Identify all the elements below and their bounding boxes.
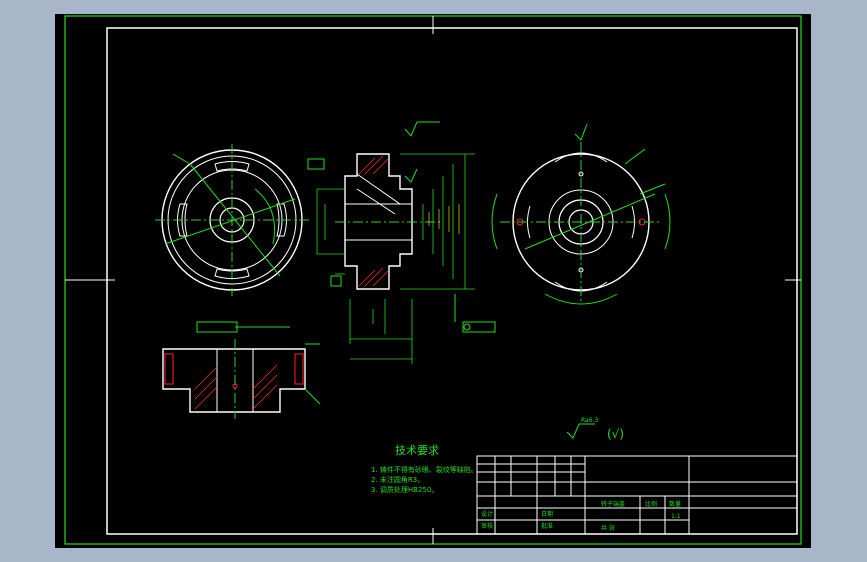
section-view-bottom-left xyxy=(162,321,321,419)
roughness-paren: (√) xyxy=(607,427,624,441)
section-view-center xyxy=(307,121,496,364)
tech-req-title: 技术要求 xyxy=(395,444,439,457)
sheet-frame xyxy=(64,15,802,545)
roughness-note: Ra6.3 (√) xyxy=(566,417,624,441)
drawing-sheet[interactable]: 技术要求 1. 铸件不得有砂眼、裂纹等缺陷。 2. 未注圆角R3。 3. 调质处… xyxy=(55,14,811,548)
designer-label: 设计 xyxy=(481,510,493,518)
checker-label: 审核 xyxy=(481,522,493,530)
front-view-left xyxy=(155,144,309,296)
title-block xyxy=(476,455,798,535)
sheet-label: 共 张 xyxy=(601,524,615,532)
roughness-value: Ra6.3 xyxy=(581,417,598,424)
qty-label: 数量 xyxy=(669,500,681,508)
scale-label: 比例 xyxy=(645,500,657,508)
title-block-text: 转子端盖 比例 1:1 数量 共 张 设计 审核 批准 日期 xyxy=(481,500,681,532)
approver-label: 批准 xyxy=(541,522,553,530)
tech-req-line-3: 3. 调质处理HB250。 xyxy=(371,485,438,494)
part-name: 转子端盖 xyxy=(601,500,625,508)
drawing-canvas: 技术要求 1. 铸件不得有砂眼、裂纹等缺陷。 2. 未注圆角R3。 3. 调质处… xyxy=(64,15,802,545)
scale-value: 1:1 xyxy=(671,513,681,520)
tech-req-line-2: 2. 未注圆角R3。 xyxy=(371,475,424,484)
tech-req-line-1: 1. 铸件不得有砂眼、裂纹等缺陷。 xyxy=(371,465,478,474)
front-view-right xyxy=(491,123,671,305)
technical-requirements: 技术要求 1. 铸件不得有砂眼、裂纹等缺陷。 2. 未注圆角R3。 3. 调质处… xyxy=(371,444,478,494)
date-label: 日期 xyxy=(541,510,553,518)
